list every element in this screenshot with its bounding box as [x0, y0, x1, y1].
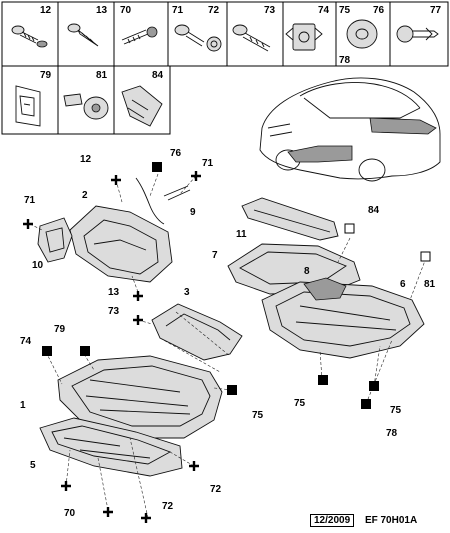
cross-marker-icon: [111, 175, 121, 185]
fastener-ref-label: 12: [40, 5, 52, 16]
cross-marker-icon: [23, 219, 33, 229]
callout-label: 74: [20, 336, 32, 347]
self-tapping-screw-icon: [67, 23, 99, 47]
part-3-heat-shield: [151, 303, 243, 361]
cross-marker-icon: [61, 481, 71, 491]
part-10-bracket: [37, 217, 73, 263]
cross-marker-icon: [103, 507, 113, 517]
fastener-ref-label: 74: [318, 5, 330, 16]
cross-marker-icon: [133, 315, 143, 325]
fastener-ref-label: 79: [40, 70, 52, 81]
fastener-ref-label: 77: [430, 5, 442, 16]
fastener-markers: [23, 162, 431, 523]
black-square-marker-icon: [152, 162, 162, 172]
fastener-ref-label: 84: [152, 70, 164, 81]
fastener-ref-label: 81: [96, 70, 108, 81]
fastener-ref-label: 75: [339, 5, 351, 16]
screw-icon: [121, 26, 158, 45]
part-label: 11: [236, 229, 247, 240]
part-label: 2: [82, 190, 88, 201]
open-square-marker-icon: [344, 223, 355, 234]
callout-label: 78: [386, 428, 398, 439]
part-label: 1: [20, 400, 26, 411]
callout-label: 13: [108, 287, 120, 298]
part-6-rear-undertray: [261, 281, 425, 359]
black-square-marker-icon: [369, 381, 379, 391]
part-label: 9: [190, 207, 196, 218]
screw-with-washer-icon: [11, 25, 48, 48]
flat-washer-icon: [346, 19, 378, 49]
part-9-hose: [135, 177, 191, 225]
callout-label: 73: [108, 306, 120, 317]
black-square-marker-icon: [361, 399, 371, 409]
callout-label: 72: [162, 501, 174, 512]
washer-nut-icon: [206, 36, 222, 52]
bolt-icon: [174, 24, 205, 47]
open-square-marker-icon: [420, 251, 431, 262]
callout-label: 70: [64, 508, 76, 519]
plate-reference: EF 70H01A: [364, 515, 418, 526]
part-1-engine-undertray: [57, 355, 223, 439]
black-square-marker-icon: [318, 375, 328, 385]
leader-lines: [29, 173, 427, 519]
screw-and-washer-icon: [63, 93, 109, 120]
fastener-ref-label: 76: [373, 5, 385, 16]
fastener-ref-label: 71: [172, 5, 184, 16]
part-5-lower-cover: [39, 417, 183, 477]
fastener-ref-label: 70: [120, 5, 132, 16]
callout-label: 75: [252, 410, 264, 421]
part-label: 6: [400, 279, 406, 290]
black-square-marker-icon: [42, 346, 52, 356]
spring-clip-icon: [15, 85, 41, 127]
part-label: 3: [184, 287, 190, 298]
fastener-ref-label: 72: [208, 5, 220, 16]
callout-label: 71: [24, 195, 36, 206]
cross-marker-icon: [191, 171, 201, 181]
vehicle-location-sketch: [259, 77, 441, 182]
callout-label: 75: [294, 398, 306, 409]
catalog-footer: 12/2009 EF 70H01A: [310, 514, 417, 527]
bracket-clip-icon: [121, 85, 163, 127]
callout-label: 81: [424, 279, 436, 290]
callout-label: 76: [170, 148, 182, 159]
callout-label: 71: [202, 158, 214, 169]
callout-label: 75: [390, 405, 402, 416]
push-rivet-icon: [396, 25, 439, 43]
black-square-marker-icon: [227, 385, 237, 395]
cross-marker-icon: [141, 513, 151, 523]
fastener-ref-label: 73: [264, 5, 276, 16]
black-square-marker-icon: [80, 346, 90, 356]
part-label: 8: [304, 266, 310, 277]
part-8-insert: [303, 277, 347, 301]
part-11-trim-strip: [241, 197, 339, 241]
cage-nut-icon: [285, 23, 323, 51]
part-label: 5: [30, 460, 36, 471]
flange-screw-icon: [232, 24, 271, 52]
callout-label: 72: [210, 484, 222, 495]
callout-label: 12: [80, 154, 92, 165]
callout-label: 84: [368, 205, 380, 216]
cross-marker-icon: [133, 291, 143, 301]
callout-label: 79: [54, 324, 66, 335]
part-label: 7: [212, 250, 218, 261]
part-label: 10: [32, 260, 44, 271]
fastener-ref-label: 13: [96, 5, 108, 16]
cross-marker-icon: [189, 461, 199, 471]
part-2-air-duct: [69, 205, 173, 283]
date-code: 12/2009: [310, 514, 355, 527]
fastener-ref-label: 78: [339, 55, 351, 66]
